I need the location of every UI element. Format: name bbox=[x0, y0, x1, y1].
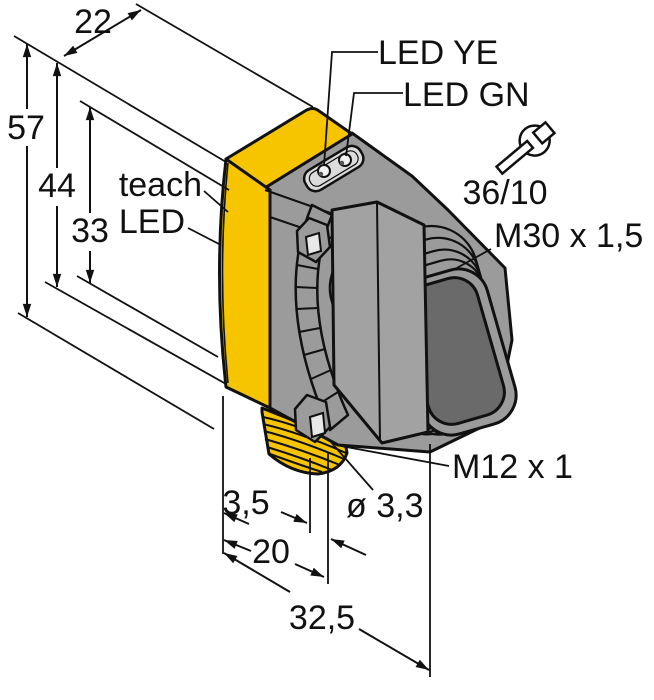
label-led-yellow: LED YE bbox=[378, 34, 498, 72]
dim-depth-lower: 20 bbox=[252, 533, 290, 571]
housing-top-face bbox=[224, 107, 354, 191]
label-teach-line2: LED bbox=[119, 203, 185, 241]
extension-lines bbox=[13, 3, 431, 677]
dim-height-housing: 44 bbox=[38, 167, 76, 205]
label-hole-diameter: ø 3,3 bbox=[346, 487, 423, 525]
teach-leader-1 bbox=[203, 190, 229, 213]
label-wrench-size: 36/10 bbox=[462, 174, 547, 212]
housing-side-face bbox=[218, 157, 272, 410]
teach-leader-2 bbox=[187, 227, 220, 245]
m12-connector bbox=[260, 406, 349, 476]
label-led-green: LED GN bbox=[403, 76, 530, 114]
lower-mounting-clip bbox=[293, 393, 332, 444]
upper-clip-hole bbox=[304, 231, 323, 257]
led-ye-leader bbox=[323, 51, 378, 167]
hex-nut-face bbox=[330, 200, 430, 445]
dim-height-total: 57 bbox=[7, 109, 45, 147]
leader-lines bbox=[187, 51, 492, 491]
led-plate bbox=[302, 144, 365, 193]
label-front-thread: M30 x 1,5 bbox=[494, 217, 643, 255]
m30-leader bbox=[454, 248, 492, 270]
lower-clip-hole bbox=[308, 411, 327, 439]
dim-depth-overall: 32,5 bbox=[289, 599, 355, 637]
label-teach-line1: teach bbox=[119, 166, 202, 204]
dimension-lines bbox=[22, 9, 430, 671]
upper-mounting-clip bbox=[295, 216, 332, 264]
dim-connector-offset: 3,5 bbox=[222, 484, 269, 522]
dim-height-window: 33 bbox=[71, 212, 109, 250]
hex-nut-facet-edge bbox=[376, 202, 381, 442]
wrench-icon bbox=[494, 120, 557, 176]
mounting-ring bbox=[294, 203, 350, 432]
led-gn-leader bbox=[345, 92, 403, 157]
dim-depth-top: 22 bbox=[74, 3, 112, 41]
top-right-edge bbox=[413, 177, 450, 212]
housing-edge-curve bbox=[221, 162, 229, 384]
yellow-led-dot bbox=[318, 171, 324, 177]
hole-leader bbox=[329, 440, 374, 491]
green-led-dot bbox=[339, 160, 345, 166]
m12-leader bbox=[340, 445, 450, 467]
label-connector-thread: M12 x 1 bbox=[452, 448, 573, 486]
